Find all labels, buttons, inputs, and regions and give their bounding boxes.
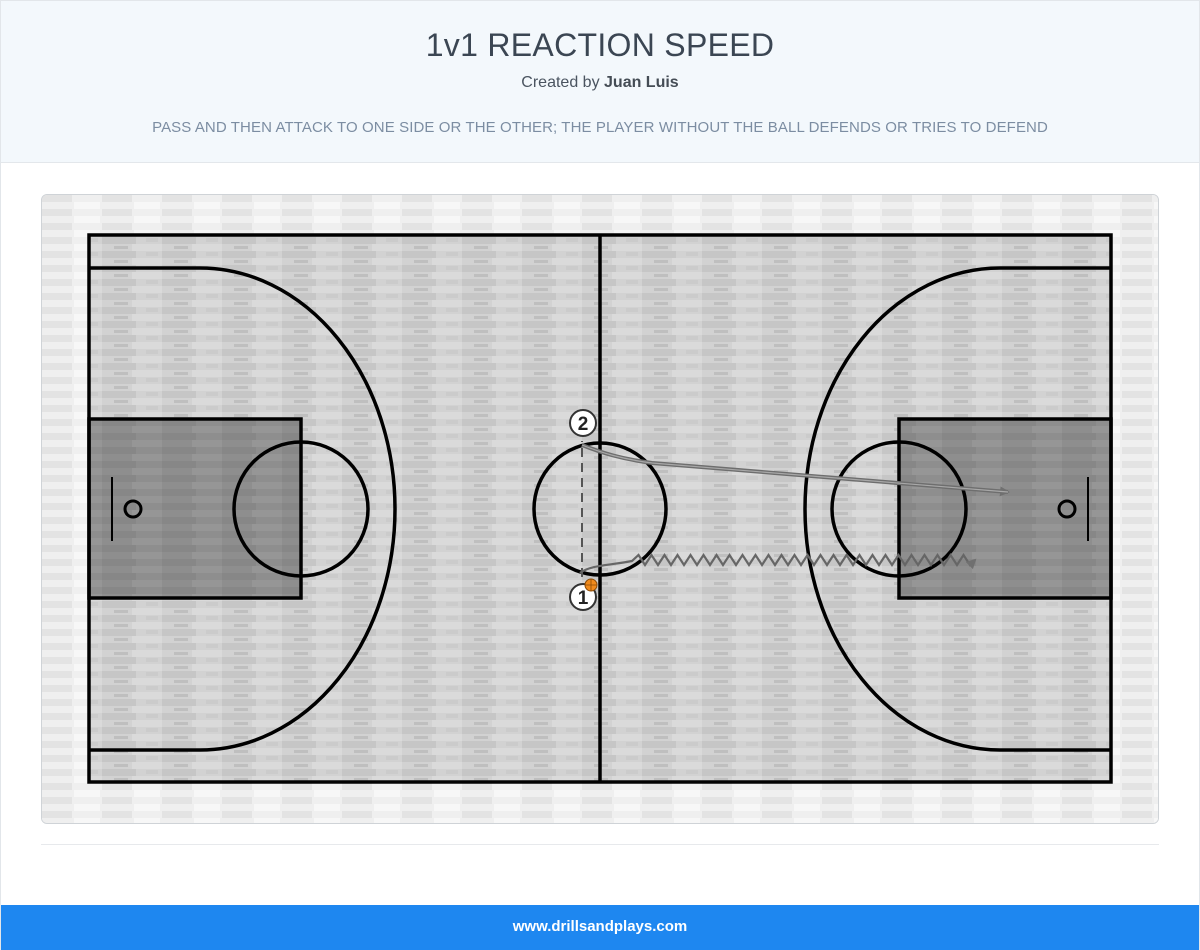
drill-title: 1v1 REACTION SPEED	[425, 27, 775, 63]
right-rim	[1057, 499, 1077, 519]
left-key	[87, 417, 303, 600]
drill-author-line: Created by Juan Luis	[1, 74, 1199, 92]
right-free-throw-circle	[830, 440, 968, 578]
player-2-cut-highlight	[581, 444, 1009, 493]
left-free-throw-circle	[232, 440, 370, 578]
court-diagram: 2 1	[41, 194, 1159, 824]
drill-description: PASS AND THEN ATTACK TO ONE SIDE OR THE …	[152, 119, 1048, 136]
right-key	[897, 417, 1113, 600]
created-by-label: Created by	[521, 74, 600, 91]
court-svg: 2 1	[42, 195, 1158, 823]
content-divider	[41, 844, 1159, 845]
right-paint	[899, 419, 1111, 598]
left-three-point-line	[89, 266, 397, 752]
footer-site-link[interactable]: www.drillsandplays.com	[512, 918, 688, 935]
player-2-label: 2	[578, 414, 589, 435]
right-three-point-line	[803, 266, 1111, 752]
left-rim	[123, 499, 143, 519]
drill-header: 1v1 REACTION SPEED Created by Juan Luis …	[1, 1, 1199, 163]
player-2-marker[interactable]: 2	[569, 409, 597, 437]
center-circle	[532, 441, 668, 577]
player-1-dribble-arrow	[579, 552, 977, 574]
left-paint	[89, 419, 301, 598]
basketball-icon	[584, 578, 598, 592]
site-footer: www.drillsandplays.com	[1, 905, 1199, 950]
player-1-label: 1	[578, 588, 589, 609]
author-name[interactable]: Juan Luis	[604, 74, 679, 91]
